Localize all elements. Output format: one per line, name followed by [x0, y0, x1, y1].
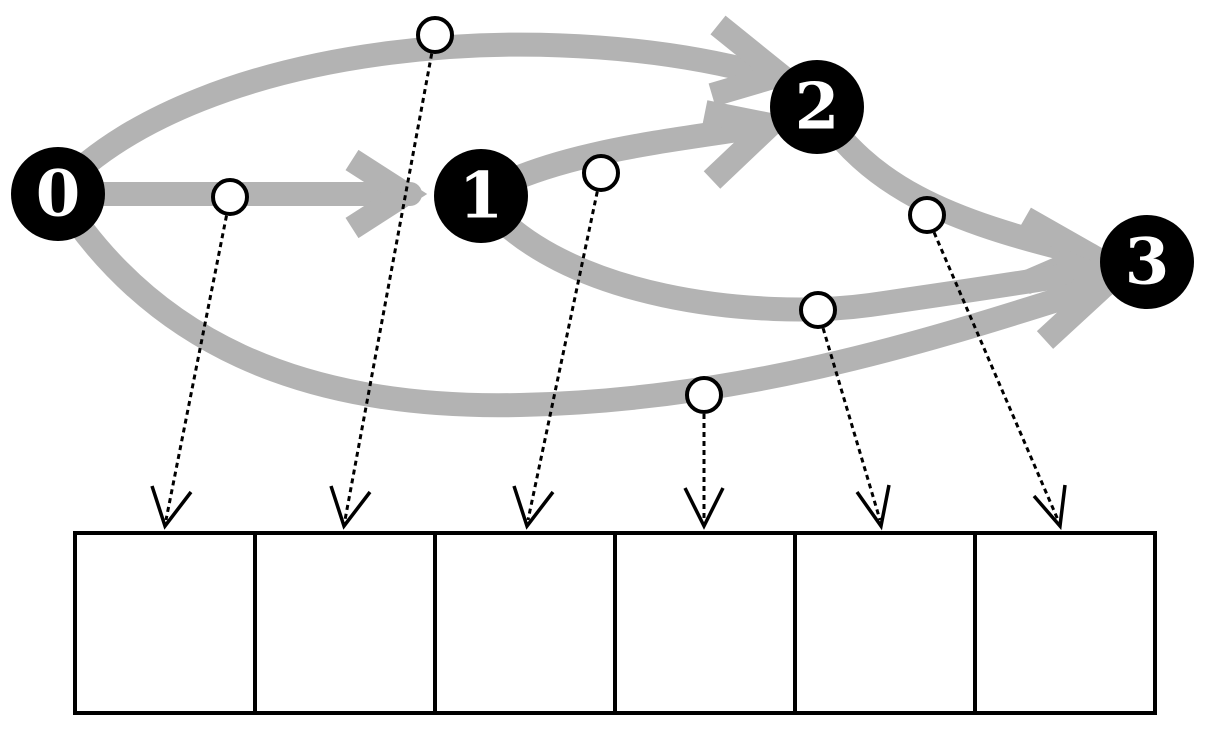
edge-0-1-arrowhead	[345, 149, 428, 239]
pointer-edge-0-1	[164, 197, 232, 521]
edge-1-3	[469, 186, 1112, 322]
midpoint-edge-0-2	[416, 16, 454, 54]
edge-0-2	[46, 32, 802, 202]
array-cell-3	[613, 531, 797, 715]
pointers	[150, 35, 1067, 531]
array-cell-4	[793, 531, 977, 715]
array-cell-2	[433, 531, 617, 715]
midpoint-edge-0-3	[685, 376, 723, 414]
midpoint-edge-2-3	[908, 196, 946, 234]
midpoint-edge-1-3	[799, 291, 837, 329]
array-cell-1	[253, 531, 437, 715]
pointer-edge-0-3-head	[683, 487, 725, 530]
pointer-edge-0-2	[343, 35, 437, 521]
midpoint-edge-1-2	[582, 154, 620, 192]
pointer-edge-2-3	[925, 215, 1060, 521]
pointer-edge-1-3-head	[855, 484, 891, 531]
edge-1-2-arrowhead	[702, 100, 796, 189]
pointer-edge-1-2	[526, 173, 603, 521]
edge-0-2-arrowhead	[708, 15, 806, 107]
edge-midpoints	[211, 16, 946, 414]
midpoint-edge-0-1	[211, 178, 249, 216]
edge-array	[73, 531, 1157, 715]
array-cell-5	[973, 531, 1157, 715]
node-2: 2	[770, 60, 864, 154]
pointer-edge-1-3	[816, 310, 882, 521]
pointer-edge-1-2-head	[512, 485, 555, 530]
node-3-label: 3	[1125, 225, 1170, 300]
pointer-edge-0-1-head	[150, 485, 193, 530]
pointer-edge-2-3-head	[1032, 484, 1067, 531]
node-1: 1	[434, 149, 528, 243]
node-3: 3	[1100, 215, 1194, 309]
array-cell-0	[73, 531, 257, 715]
edge-0-3	[46, 182, 1117, 418]
node-1-label: 1	[459, 159, 504, 234]
edges	[46, 15, 1130, 418]
pointer-edge-0-2-head	[329, 485, 372, 530]
node-0-label: 0	[36, 157, 81, 232]
nodes: 0 1 2 3	[11, 60, 1194, 309]
node-2-label: 2	[795, 70, 840, 145]
node-0: 0	[11, 147, 105, 241]
